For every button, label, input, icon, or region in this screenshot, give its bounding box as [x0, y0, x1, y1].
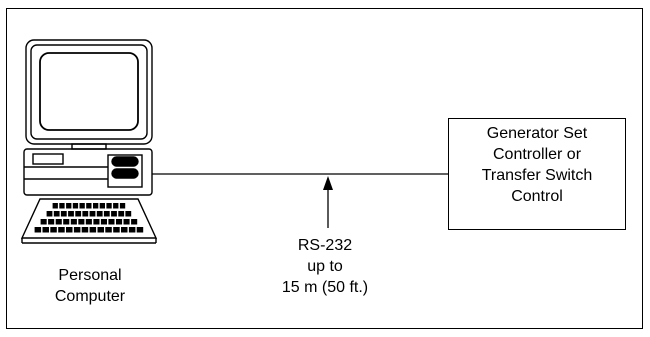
connection-label-line: up to	[307, 258, 343, 275]
keyboard-key	[121, 227, 128, 233]
connection-label-line: RS-232	[297, 237, 353, 254]
keyboard-key	[111, 211, 117, 217]
keyboard-key	[89, 211, 96, 217]
keyboard-key	[113, 227, 120, 233]
keyboard-key	[46, 211, 53, 217]
keyboard-key	[73, 227, 81, 233]
keyboard-key	[82, 211, 89, 217]
personal-computer-label-line: Computer	[54, 288, 126, 305]
drive-bay-1	[111, 156, 139, 167]
keyboard-key	[123, 219, 130, 225]
keyboard-key	[70, 219, 77, 225]
keyboard-key	[42, 227, 49, 233]
keyboard-key	[97, 227, 104, 233]
keyboard-key	[119, 203, 126, 209]
keyboard-key	[136, 227, 144, 233]
monitor-screen	[39, 52, 139, 131]
keyboard-key	[99, 203, 105, 209]
keyboard-key	[85, 219, 92, 225]
controller-label-line: Control	[511, 188, 563, 205]
monitor-neck	[71, 143, 107, 150]
keyboard-key	[106, 203, 112, 209]
controller-label-line: Controller or	[492, 146, 582, 163]
keyboard-key	[86, 203, 92, 209]
keyboard-key	[89, 227, 97, 233]
keyboard-key	[116, 219, 123, 225]
controller-box: Generator Set Controller or Transfer Swi…	[448, 118, 626, 230]
keyboard-key	[93, 203, 99, 209]
floppy-slot	[32, 153, 64, 165]
keyboard-key	[66, 203, 72, 209]
keyboard-key	[93, 219, 100, 225]
keyboard-key	[34, 227, 42, 233]
keyboard-key	[58, 227, 65, 233]
keyboard-keys	[34, 203, 144, 233]
keyboard-key	[60, 211, 67, 217]
personal-computer-icon	[20, 39, 158, 244]
diagram-frame	[6, 8, 643, 329]
keyboard-key	[59, 203, 65, 209]
keyboard-key	[40, 219, 47, 225]
controller-label-line: Generator Set	[486, 125, 588, 142]
keyboard-key	[79, 203, 85, 209]
keyboard-key	[63, 219, 70, 225]
keyboard-key	[66, 227, 73, 233]
keyboard-key	[113, 203, 119, 209]
keyboard-key	[75, 211, 82, 217]
personal-computer-label-line: Personal	[58, 267, 122, 284]
keyboard-key	[72, 203, 79, 209]
monitor-inner	[30, 44, 148, 140]
keyboard-key	[53, 211, 60, 217]
keyboard-key	[131, 219, 138, 225]
personal-computer-label: Personal Computer	[20, 265, 160, 307]
keyboard-key	[108, 219, 115, 225]
keyboard-key	[96, 211, 103, 217]
keyboard-key	[103, 211, 110, 217]
keyboard-key	[78, 219, 85, 225]
cable-pointer-arrowhead	[323, 176, 333, 190]
keyboard-key	[105, 227, 112, 233]
keyboard-key	[68, 211, 74, 217]
drive-bay-2	[111, 168, 139, 179]
connection-label: RS-232 up to 15 m (50 ft.)	[240, 235, 410, 298]
keyboard-key	[128, 227, 136, 233]
keyboard-key	[125, 211, 132, 217]
keyboard-key	[118, 211, 125, 217]
controller-label: Generator Set Controller or Transfer Swi…	[449, 123, 625, 207]
connection-label-line: 15 m (50 ft.)	[281, 279, 369, 296]
system-unit	[23, 148, 153, 196]
keyboard-key	[100, 219, 107, 225]
keyboard-key	[81, 227, 89, 233]
keyboard-key	[48, 219, 55, 225]
drive-panel	[107, 154, 143, 188]
keyboard-key	[55, 219, 62, 225]
controller-label-line: Transfer Switch	[481, 167, 593, 184]
keyboard-key	[52, 203, 58, 209]
keyboard-key	[50, 227, 57, 233]
